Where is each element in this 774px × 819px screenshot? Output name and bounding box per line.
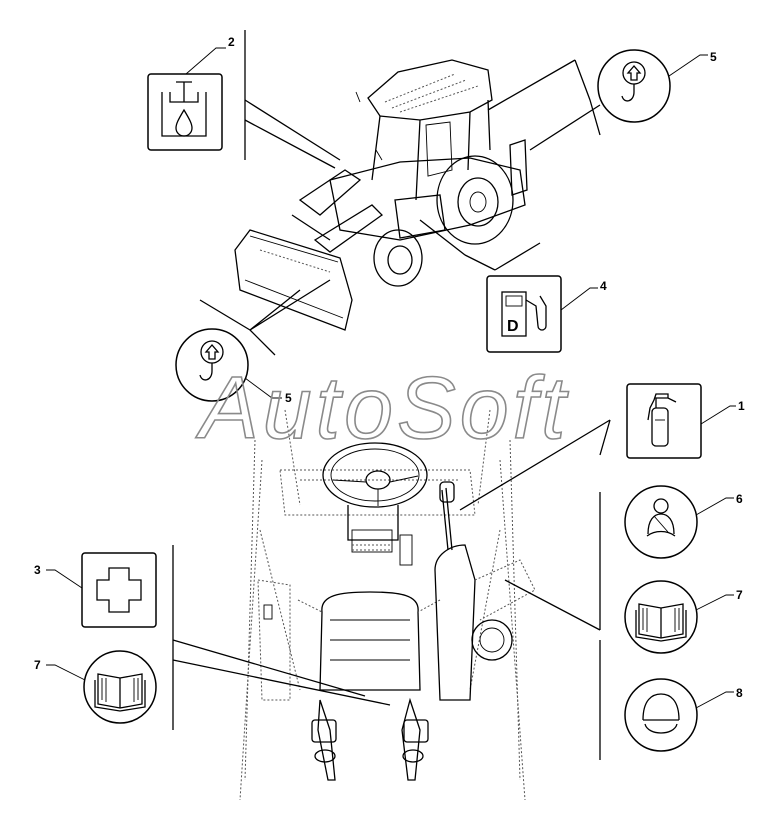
leader-1 — [700, 405, 736, 425]
callout-3: 3 — [34, 563, 41, 577]
fire-extinguisher-decal — [626, 383, 702, 459]
leader-8 — [695, 691, 734, 709]
leader-3 — [46, 569, 83, 589]
first-aid-decal — [81, 552, 157, 628]
leader-2 — [185, 47, 226, 75]
callout-1: 1 — [738, 399, 745, 413]
lifting-point-decal-left — [175, 328, 249, 402]
leader-5-top — [668, 54, 708, 77]
leader-7-left — [46, 664, 86, 681]
autosoft-watermark: AutoSoft — [195, 358, 570, 457]
leader-lines-top — [199, 30, 601, 356]
callout-4: 4 — [600, 279, 607, 293]
leader-6 — [695, 497, 734, 516]
svg-text:D: D — [507, 318, 519, 335]
leader-lines-bottom — [172, 419, 611, 760]
diesel-fuel-decal: D — [486, 275, 562, 353]
callout-5-left: 5 — [285, 391, 292, 405]
callout-5-top: 5 — [710, 50, 717, 64]
cab-interior-drawing — [239, 409, 536, 801]
operator-manual-decal-right — [624, 580, 698, 654]
callout-7-right: 7 — [736, 588, 743, 602]
callout-6: 6 — [736, 492, 743, 506]
callout-7-left: 7 — [34, 658, 41, 672]
leader-7-right — [695, 594, 734, 611]
leader-4 — [560, 287, 598, 311]
callout-2: 2 — [228, 35, 235, 49]
backhoe-loader-drawing — [234, 59, 528, 331]
operator-manual-decal-left — [83, 650, 157, 724]
seat-belt-decal — [624, 485, 698, 559]
leader-5-left — [244, 377, 282, 399]
lifting-point-decal-top — [597, 49, 671, 123]
hydraulic-oil-decal — [147, 73, 223, 151]
hard-hat-decal — [624, 678, 698, 752]
callout-8: 8 — [736, 686, 743, 700]
